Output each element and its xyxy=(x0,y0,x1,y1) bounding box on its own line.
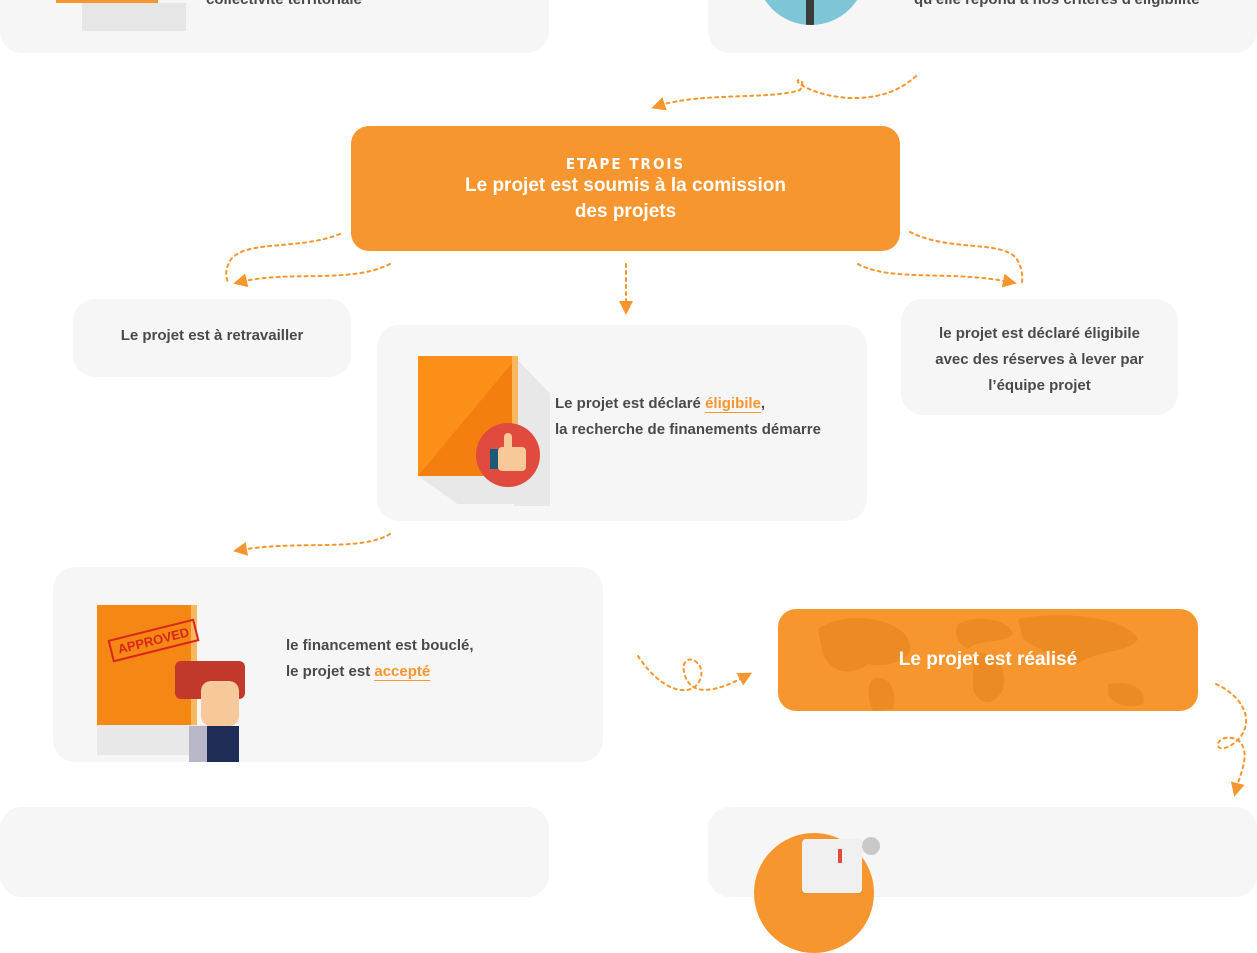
arrow-step3-right-out xyxy=(909,231,1024,285)
realised-text: Le projet est réalisé xyxy=(898,649,1078,670)
top-left-text: collectivité territoriale xyxy=(206,0,362,13)
person-avatar-icon xyxy=(756,0,866,25)
stamp-hand-icon xyxy=(175,661,245,762)
arrow-eligible-to-financing xyxy=(233,533,391,556)
step-three-title-line2: des projets xyxy=(574,201,677,222)
world-map-background xyxy=(818,615,1144,711)
eligible-highlight: éligibile xyxy=(705,395,761,413)
financing-text: le financement est bouclé, le projet est… xyxy=(286,633,474,685)
reserves-line3: l’équipe projet xyxy=(988,377,1091,394)
document-icon xyxy=(754,833,880,953)
arrow-top-to-step3 xyxy=(651,75,917,111)
eligible-line2: la recherche de finanements démarre xyxy=(555,421,821,438)
eligible-text: Le projet est déclaré éligibile, la rech… xyxy=(555,391,821,443)
eligible-line1-prefix: Le projet est déclaré xyxy=(555,395,706,412)
top-right-text: qu'elle répond à nos critères d'éligibil… xyxy=(914,0,1200,13)
eligible-card: Le projet est déclaré éligibile, la rech… xyxy=(377,325,867,521)
top-left-card: collectivité territoriale xyxy=(0,0,549,53)
financing-line2-prefix: le projet est xyxy=(286,663,375,680)
reserves-text: le projet est déclaré éligibile avec des… xyxy=(901,321,1178,399)
reserves-line1: le projet est déclaré éligibile xyxy=(939,325,1140,342)
arrow-step3-left-in xyxy=(233,263,391,288)
thumbs-up-icon xyxy=(476,423,540,487)
arrow-step3-right-in xyxy=(857,263,1017,288)
arrow-step3-left-out xyxy=(225,233,341,285)
rework-text: Le projet est à retravailler xyxy=(120,327,304,344)
reserves-line2: avec des réserves à lever par xyxy=(935,351,1144,368)
step-three-title-line1: Le projet est soumis à la comission xyxy=(465,175,786,196)
financing-line1: le financement est bouclé, xyxy=(286,637,474,654)
financing-card: APPROVED le financement est bouclé, le p… xyxy=(53,567,603,762)
approved-folder-icon: APPROVED xyxy=(97,605,247,762)
eligible-line1-suffix: , xyxy=(760,395,766,412)
accepted-highlight: accepté xyxy=(374,663,431,681)
top-right-card: qu'elle répond à nos critères d'éligibil… xyxy=(708,0,1257,53)
arrow-financing-to-realised xyxy=(637,655,753,692)
folder-thumbs-up-icon xyxy=(418,356,550,506)
reserves-card: le projet est déclaré éligibile avec des… xyxy=(901,299,1178,415)
step-three-box: ETAPE TROIS Le projet est soumis à la co… xyxy=(351,126,900,251)
bottom-right-card xyxy=(708,807,1257,953)
rework-card: Le projet est à retravailler xyxy=(73,299,351,377)
arrow-realised-down xyxy=(1215,683,1248,797)
realised-box: Le projet est réalisé xyxy=(778,609,1198,711)
bottom-left-card xyxy=(0,807,549,897)
step-three-label: ETAPE TROIS xyxy=(565,155,686,173)
